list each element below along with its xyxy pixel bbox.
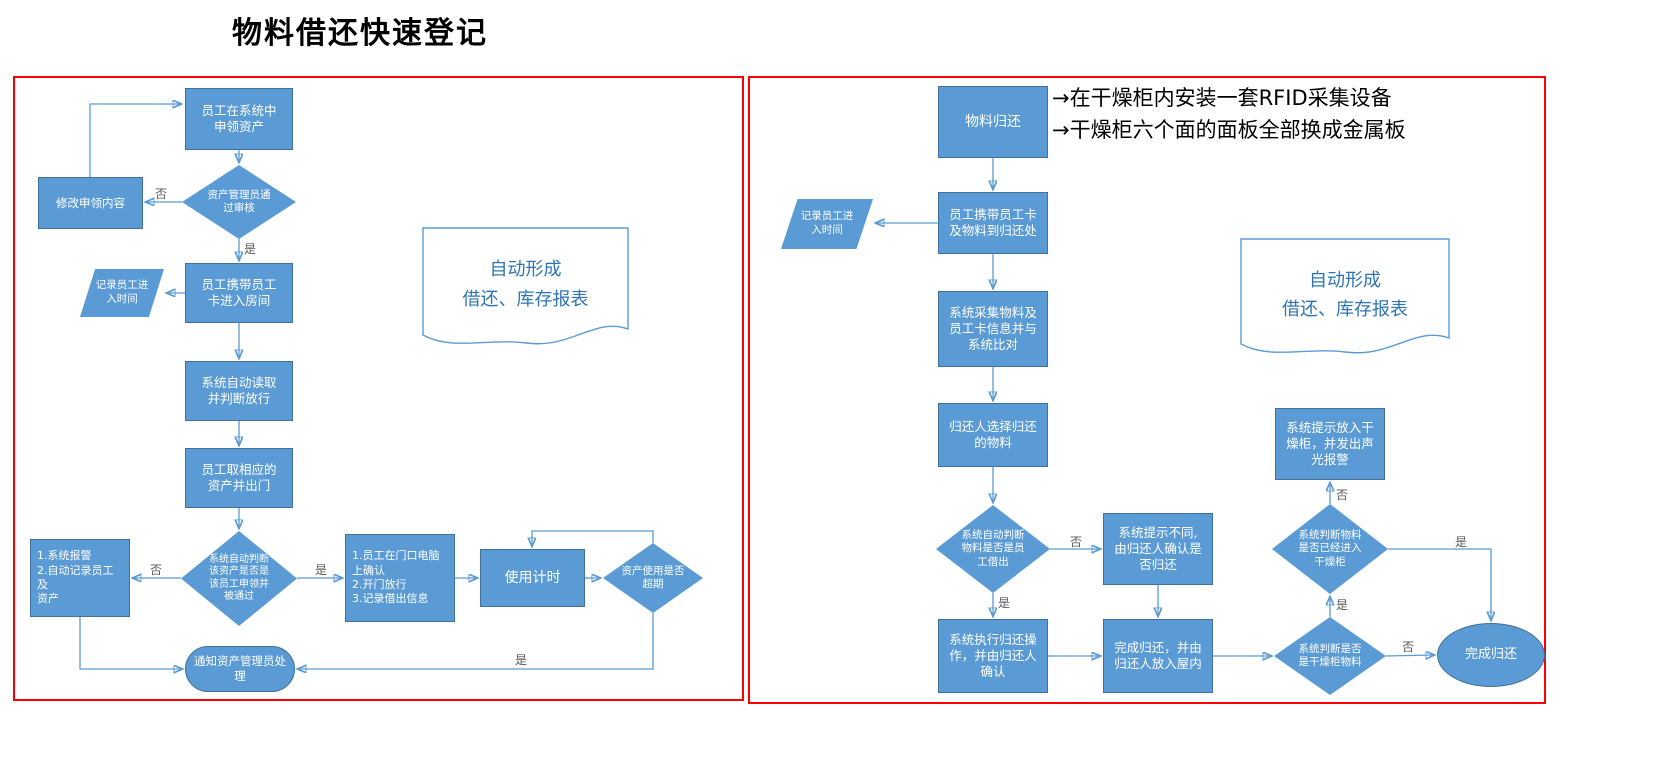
label-yes-review: 是 (244, 242, 257, 256)
node-prompt-cabinet-alarm: 系统提示放入干 燥柜，并发出声 光报警 (1275, 408, 1385, 480)
document-shape (1240, 238, 1450, 354)
node-enter-room: 员工携带员工 卡进入房间 (185, 263, 293, 323)
label-no-review: 否 (155, 187, 168, 201)
label-no-judge-borrow: 否 (1070, 535, 1083, 549)
node-record-entry-time-right: 记录员工进 入时间 (781, 199, 873, 249)
report-document-left: 自动形成 借还、库存报表 (422, 227, 629, 355)
label-no-judge-entered: 否 (1336, 488, 1349, 502)
label-no-judge-cabinet: 否 (1402, 640, 1415, 654)
node-usage-timing: 使用计时 (480, 549, 585, 607)
report-document-left-text: 自动形成 借还、库存报表 (462, 259, 589, 310)
node-system-alarm: 1.系统报警 2.自动记录员工及 资产 (30, 539, 130, 617)
node-complete-put-room: 完成归还，并由 归还人放入屋内 (1103, 619, 1213, 693)
report-document-right: 自动形成 借还、库存报表 (1240, 238, 1450, 363)
annotation-rfid: →在干燥柜内安装一套RFID采集设备 (1052, 86, 1392, 110)
node-collect-compare: 系统采集物料及 员工卡信息并与 系统比对 (938, 291, 1048, 367)
document-shape (422, 227, 629, 345)
node-auto-read: 系统自动读取 并判断放行 (185, 361, 293, 421)
right-panel-border (748, 76, 1546, 704)
node-prompt-different: 系统提示不同, 由归还人确认是 否归还 (1103, 513, 1213, 585)
node-apply-asset: 员工在系统中 申领资产 (185, 88, 293, 150)
label-yes-judge-borrow: 是 (998, 596, 1011, 610)
node-select-materials: 归还人选择归还 的物料 (938, 403, 1048, 467)
node-material-return: 物料归还 (938, 86, 1048, 158)
node-modify-application: 修改申领内容 (38, 177, 143, 229)
label-yes-overdue: 是 (515, 653, 528, 667)
node-notify-manager: 通知资产管理员处 理 (185, 646, 295, 692)
label-yes-judge-asset: 是 (315, 563, 328, 577)
annotation-metal-panel: →干燥柜六个面的面板全部换成金属板 (1052, 118, 1406, 142)
node-carry-to-return: 员工携带员工卡 及物料到归还处 (938, 192, 1048, 254)
report-document-right-text: 自动形成 借还、库存报表 (1282, 269, 1408, 321)
node-execute-return: 系统执行归还操 作，并由归还人 确认 (938, 619, 1048, 693)
page-title: 物料借还快速登记 (232, 16, 488, 51)
label-yes-judge-cabinet: 是 (1336, 598, 1349, 612)
node-record-entry-time-left: 记录员工进 入时间 (80, 269, 164, 317)
label-no-judge-asset: 否 (150, 563, 163, 577)
label-yes-judge-entered: 是 (1455, 535, 1468, 549)
node-door-confirm-steps: 1.员工在门口电脑 上确认 2.开门放行 3.记录借出信息 (345, 534, 455, 622)
node-take-asset: 员工取相应的 资产并出门 (185, 448, 293, 508)
node-return-complete: 完成归还 (1437, 623, 1545, 687)
left-panel-border (13, 76, 744, 701)
